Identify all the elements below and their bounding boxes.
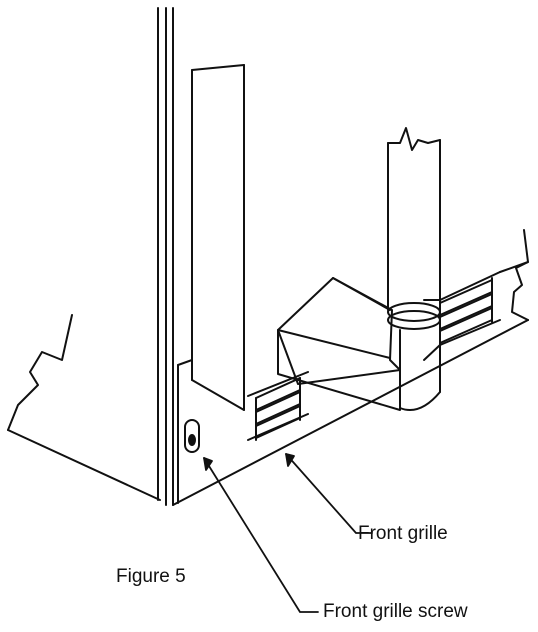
grille-screw [184, 419, 200, 453]
cabinet-side-panel [7, 7, 174, 506]
front-grille [247, 371, 309, 441]
figure-caption: Figure 5 [116, 566, 186, 587]
leader-lines [203, 453, 373, 613]
vertical-pipe [387, 127, 441, 411]
vertical-duct [191, 64, 245, 411]
cabinet-base [172, 319, 529, 506]
front-grille-screw-label: Front grille screw [323, 601, 468, 622]
front-grille-label: Front grille [358, 523, 448, 544]
elbow-connector [277, 277, 401, 411]
